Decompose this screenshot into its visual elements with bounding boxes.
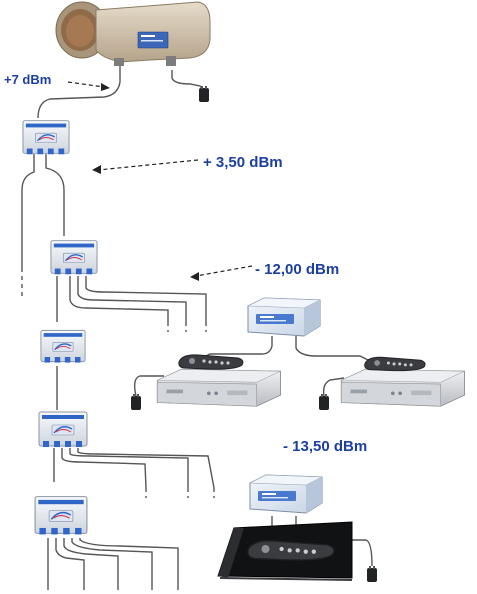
cable-lnb-to-plug	[171, 70, 204, 91]
satellite-receiver-icon	[156, 368, 282, 407]
splitter-icon	[50, 239, 98, 276]
arrow-lnb-level	[67, 81, 105, 88]
splitter-icon	[22, 119, 70, 156]
splitter-icon	[38, 411, 88, 448]
power-plug-icon	[319, 394, 329, 410]
cable-branch-right	[45, 154, 65, 236]
switch-box-icon	[249, 474, 323, 514]
arrow-level-2	[195, 265, 253, 277]
power-plug-icon	[199, 86, 209, 102]
power-plug-icon	[131, 394, 141, 410]
level-label-splitter-2: - 12,00 dBm	[255, 261, 340, 278]
remote-control-icon	[178, 354, 244, 370]
remote-control-icon	[364, 356, 426, 372]
set-top-box-icon	[217, 521, 353, 581]
level-label-splitter-4: - 13,50 dBm	[283, 438, 368, 455]
switch-box-icon	[247, 297, 321, 337]
cable-branch-left	[21, 154, 35, 268]
cable-lnb-to-splitter	[37, 60, 121, 119]
lnb-icon	[55, 1, 211, 66]
level-label-splitter-1: + 3,50 dBm	[203, 154, 283, 171]
power-plug-icon	[367, 566, 377, 582]
satellite-receiver-icon	[340, 368, 466, 407]
cable-switch-to-receiver-1	[197, 336, 273, 361]
splitter-icon	[40, 329, 86, 364]
dashed-cable-ends	[21, 268, 215, 594]
splitter-icon	[34, 495, 88, 536]
level-arrows	[67, 81, 253, 277]
lnb-output-level-label: +7 dBm	[4, 72, 52, 87]
arrow-level-1	[97, 159, 199, 171]
